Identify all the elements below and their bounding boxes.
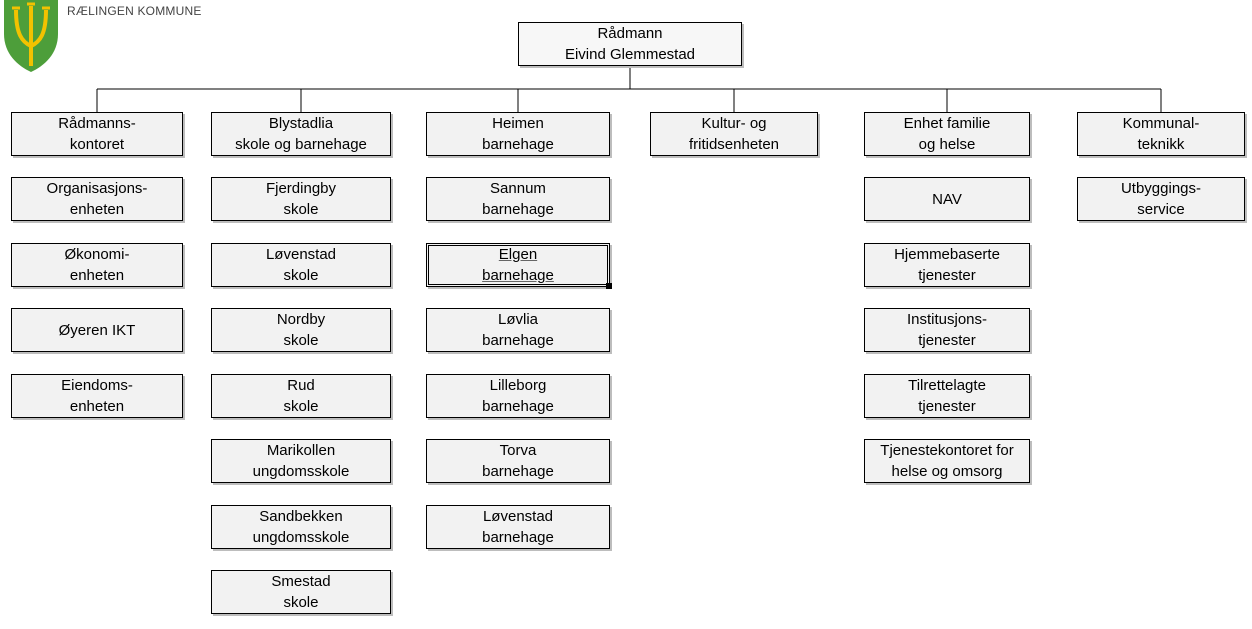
unit-box-øyeren-ikt-label: Øyeren IKT	[58, 321, 136, 339]
unit-box-institusjons-tjenester[interactable]: Institusjons- tjenester	[864, 308, 1030, 352]
unit-box-nav[interactable]: NAV	[864, 177, 1030, 221]
organization-name: RÆLINGEN KOMMUNE	[67, 4, 202, 18]
unit-box-løvlia-barnehage[interactable]: Løvlia barnehage	[426, 308, 610, 352]
unit-box-nav-label: NAV	[932, 190, 962, 208]
unit-box-eiendoms-enheten[interactable]: Eiendoms- enheten	[11, 374, 183, 418]
column-head-kommunal-teknikk-label: Kommunal- teknikk	[1122, 115, 1200, 153]
unit-box-tilrettelagte-tjenester-label: Tilrettelagte tjenester	[908, 377, 986, 415]
unit-box-nordby-skole-label: Nordby skole	[276, 311, 326, 349]
unit-box-økonomi-enheten-label: Økonomi- enheten	[64, 246, 130, 284]
column-head-kultur-og-fritidsenheten[interactable]: Kultur- og fritidsenheten	[650, 112, 818, 156]
unit-box-smestad-skole[interactable]: Smestad skole	[211, 570, 391, 614]
column-head-blystadlia-skole-og-barnehage-label: Blystadlia skole og barnehage	[235, 115, 367, 153]
column-head-heimen-barnehage-label: Heimen barnehage	[482, 115, 554, 153]
unit-box-økonomi-enheten[interactable]: Økonomi- enheten	[11, 243, 183, 287]
unit-box-øyeren-ikt[interactable]: Øyeren IKT	[11, 308, 183, 352]
unit-box-marikollen-ungdomsskole-label: Marikollen ungdomsskole	[252, 442, 350, 480]
unit-box-smestad-skole-label: Smestad skole	[271, 573, 331, 611]
column-head-heimen-barnehage[interactable]: Heimen barnehage	[426, 112, 610, 156]
unit-box-organisasjons-enheten-label: Organisasjons- enheten	[46, 180, 148, 218]
unit-box-sannum-barnehage-label: Sannum barnehage	[482, 180, 554, 218]
unit-box-nordby-skole[interactable]: Nordby skole	[211, 308, 391, 352]
unit-box-tjenestekontoret-for-helse-og-omsorg[interactable]: Tjenestekontoret for helse og omsorg	[864, 439, 1030, 483]
column-head-blystadlia-skole-og-barnehage[interactable]: Blystadlia skole og barnehage	[211, 112, 391, 156]
unit-box-organisasjons-enheten[interactable]: Organisasjons- enheten	[11, 177, 183, 221]
root-box-rådmann-eivind-glemmestad[interactable]: Rådmann Eivind Glemmestad	[518, 22, 742, 66]
unit-box-tilrettelagte-tjenester[interactable]: Tilrettelagte tjenester	[864, 374, 1030, 418]
unit-box-utbyggings-service-label: Utbyggings- service	[1120, 180, 1202, 218]
unit-box-sandbekken-ungdomsskole[interactable]: Sandbekken ungdomsskole	[211, 505, 391, 549]
unit-box-fjerdingby-skole[interactable]: Fjerdingby skole	[211, 177, 391, 221]
unit-box-rud-skole-label: Rud skole	[283, 377, 319, 415]
column-head-enhet-familie-og-helse[interactable]: Enhet familie og helse	[864, 112, 1030, 156]
column-head-enhet-familie-og-helse-label: Enhet familie og helse	[903, 115, 991, 153]
column-head-kommunal-teknikk[interactable]: Kommunal- teknikk	[1077, 112, 1245, 156]
unit-box-lilleborg-barnehage[interactable]: Lilleborg barnehage	[426, 374, 610, 418]
unit-box-elgen-barnehage-label: Elgen barnehage	[482, 246, 554, 284]
unit-box-løvenstad-skole-label: Løvenstad skole	[265, 246, 337, 284]
unit-box-lilleborg-barnehage-label: Lilleborg barnehage	[482, 377, 554, 415]
unit-box-elgen-barnehage[interactable]: Elgen barnehage	[426, 243, 610, 287]
unit-box-hjemmebaserte-tjenester[interactable]: Hjemmebaserte tjenester	[864, 243, 1030, 287]
unit-box-institusjons-tjenester-label: Institusjons- tjenester	[906, 311, 988, 349]
unit-box-marikollen-ungdomsskole[interactable]: Marikollen ungdomsskole	[211, 439, 391, 483]
unit-box-rud-skole[interactable]: Rud skole	[211, 374, 391, 418]
municipality-logo-icon	[4, 0, 58, 72]
unit-box-torva-barnehage[interactable]: Torva barnehage	[426, 439, 610, 483]
unit-box-tjenestekontoret-for-helse-og-omsorg-label: Tjenestekontoret for helse og omsorg	[880, 442, 1014, 480]
selection-resize-handle[interactable]	[606, 283, 612, 289]
unit-box-sannum-barnehage[interactable]: Sannum barnehage	[426, 177, 610, 221]
unit-box-hjemmebaserte-tjenester-label: Hjemmebaserte tjenester	[894, 246, 1000, 284]
unit-box-eiendoms-enheten-label: Eiendoms- enheten	[61, 377, 133, 415]
unit-box-løvenstad-barnehage[interactable]: Løvenstad barnehage	[426, 505, 610, 549]
unit-box-sandbekken-ungdomsskole-label: Sandbekken ungdomsskole	[252, 508, 350, 546]
column-head-rådmanns-kontoret-label: Rådmanns- kontoret	[58, 115, 136, 153]
column-head-kultur-og-fritidsenheten-label: Kultur- og fritidsenheten	[688, 115, 780, 153]
unit-box-torva-barnehage-label: Torva barnehage	[482, 442, 554, 480]
unit-box-fjerdingby-skole-label: Fjerdingby skole	[265, 180, 337, 218]
unit-box-løvlia-barnehage-label: Løvlia barnehage	[482, 311, 554, 349]
column-head-rådmanns-kontoret[interactable]: Rådmanns- kontoret	[11, 112, 183, 156]
unit-box-løvenstad-barnehage-label: Løvenstad barnehage	[482, 508, 554, 546]
unit-box-utbyggings-service[interactable]: Utbyggings- service	[1077, 177, 1245, 221]
root-box-rådmann-eivind-glemmestad-label: Rådmann Eivind Glemmestad	[564, 25, 696, 63]
unit-box-løvenstad-skole[interactable]: Løvenstad skole	[211, 243, 391, 287]
